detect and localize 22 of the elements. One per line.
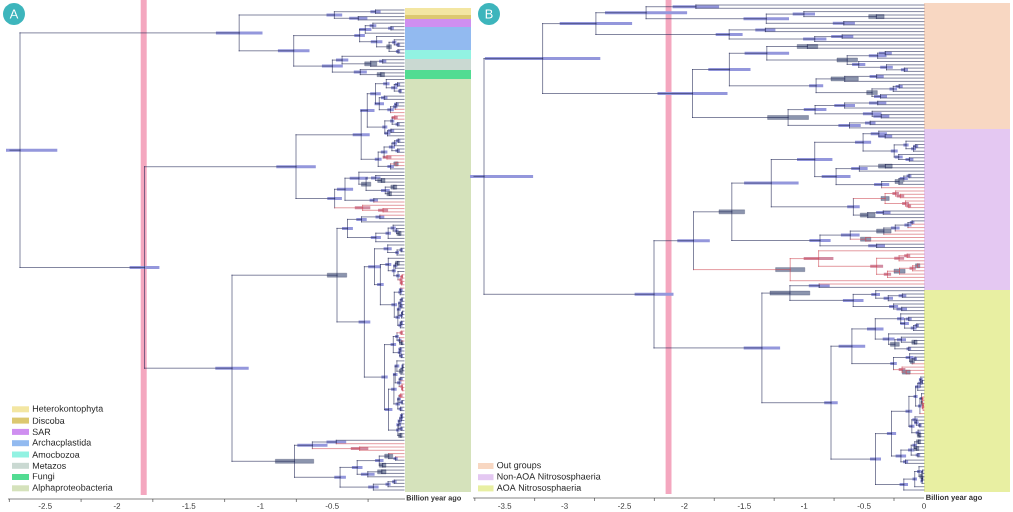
legend-label: SAR (32, 428, 51, 436)
tick-label: -1 (801, 503, 808, 509)
legend-label: Discoba (32, 417, 65, 424)
tick-label: -2.5 (617, 503, 632, 509)
tick-label: -3 (561, 503, 568, 509)
tick-label: -1.5 (182, 503, 196, 509)
legend-label: Metazos (32, 462, 66, 469)
tick-label: -1 (257, 503, 264, 509)
tick-label: -3.5 (498, 503, 512, 509)
tick-label: -2 (113, 503, 121, 509)
tick-label: -2.5 (38, 503, 52, 509)
legend-label: Archacplastida (32, 439, 92, 448)
legend-label: Amocbozoa (32, 451, 80, 458)
legend-label: Alphaproteobacteria (32, 484, 113, 493)
tick-label: -1.5 (737, 503, 751, 509)
panel-label: A (3, 3, 25, 25)
tick-label: 0 (922, 503, 926, 509)
tick-label: -0.5 (857, 503, 871, 509)
legend-label: Fungi (32, 472, 55, 482)
tick-label: -0.5 (325, 503, 339, 509)
legend-label: Heterokontophyta (32, 405, 104, 414)
tick-label: -2 (681, 503, 688, 509)
